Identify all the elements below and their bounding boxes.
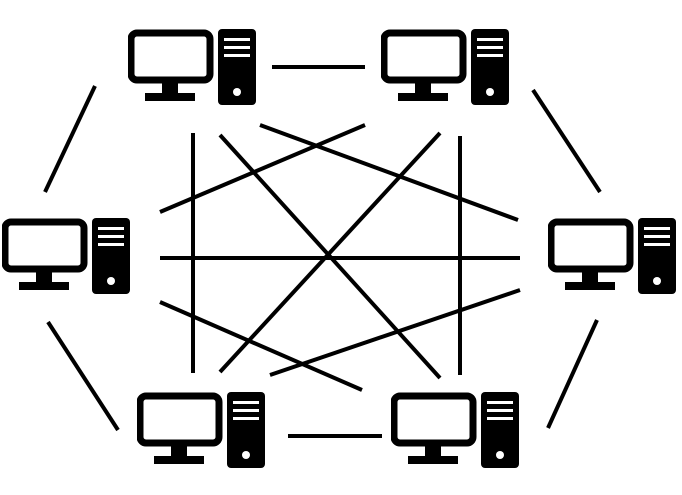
link-top-right-bottom-left xyxy=(218,131,442,374)
desktop-computer-icon xyxy=(131,29,256,105)
desktop-computer-icon xyxy=(384,29,509,105)
network-nodes xyxy=(5,29,676,468)
link-mid-right-bottom-left xyxy=(269,288,521,377)
link-top-right-mid-left xyxy=(159,123,366,214)
link-mid-left-bottom-right xyxy=(159,300,363,392)
desktop-computer-icon xyxy=(394,392,519,468)
link-top-left-mid-right xyxy=(259,123,519,222)
link-mid-left-bottom-left xyxy=(46,320,120,432)
desktop-computer-icon xyxy=(140,392,265,468)
desktop-computer-icon xyxy=(5,218,130,294)
desktop-computer-icon xyxy=(551,218,676,294)
network-links xyxy=(43,65,602,438)
link-top-right-mid-right xyxy=(531,88,602,194)
link-mid-right-bottom-right xyxy=(546,319,599,429)
link-top-left-mid-left xyxy=(43,85,97,193)
